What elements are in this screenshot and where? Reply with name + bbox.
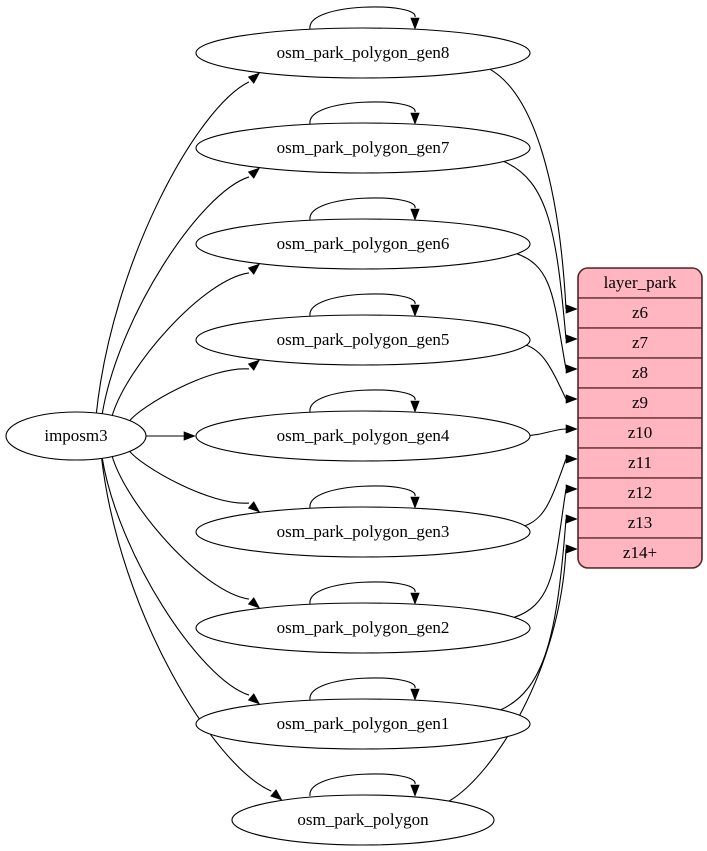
edge-gen8-to-row bbox=[489, 68, 567, 310]
node-gen6[interactable] bbox=[195, 218, 531, 270]
arrowhead-gen5-to-row bbox=[565, 394, 578, 404]
arrowhead-imposm3-to-gen2 bbox=[247, 597, 261, 609]
edges-layer bbox=[95, 6, 578, 802]
node-gen3[interactable] bbox=[195, 506, 531, 558]
arrowhead-imposm3-to-gen7 bbox=[247, 167, 261, 179]
edge-imposm3-to-gen3 bbox=[128, 450, 249, 504]
node-imposm3[interactable] bbox=[5, 411, 147, 461]
node-gen2[interactable] bbox=[195, 602, 531, 654]
table-row-z14+[interactable] bbox=[578, 537, 702, 568]
arrowhead-self-loop-base bbox=[410, 784, 420, 797]
node-label-gen3: osm_park_polygon_gen3 bbox=[277, 522, 450, 541]
arrowhead-gen4-to-row bbox=[565, 424, 578, 434]
edge-gen5-to-row bbox=[525, 344, 567, 400]
arrowhead-self-loop-gen2 bbox=[410, 592, 420, 605]
edge-gen2-to-row bbox=[513, 488, 567, 619]
table-row-label-z12: z12 bbox=[628, 483, 653, 502]
edge-imposm3-to-base bbox=[101, 457, 272, 792]
edge-base-to-row bbox=[448, 548, 567, 802]
node-label-imposm3: imposm3 bbox=[44, 426, 107, 445]
node-label-gen5: osm_park_polygon_gen5 bbox=[277, 330, 450, 349]
table-row-label-z10: z10 bbox=[628, 423, 653, 442]
table-row-label-z7: z7 bbox=[632, 333, 649, 352]
self-loop-gen6 bbox=[309, 197, 416, 221]
table-row-label-z8: z8 bbox=[632, 363, 648, 382]
arrowhead-imposm3-to-gen6 bbox=[247, 263, 261, 275]
arrowhead-imposm3-to-gen1 bbox=[247, 693, 261, 705]
nodes-layer: imposm3 osm_park_polygon_gen8 osm_park_pol… bbox=[5, 27, 531, 846]
edge-gen4-to-row bbox=[528, 428, 567, 436]
arrowhead-gen1-to-row bbox=[565, 514, 578, 524]
edge-imposm3-to-gen5 bbox=[128, 368, 249, 422]
arrowhead-self-loop-gen5 bbox=[410, 304, 420, 317]
self-loop-gen4 bbox=[309, 389, 416, 413]
node-gen5[interactable] bbox=[195, 314, 531, 366]
self-loop-gen1 bbox=[309, 677, 416, 701]
edge-imposm3-to-gen1 bbox=[101, 457, 250, 696]
arrowhead-gen6-to-row bbox=[565, 364, 578, 374]
arrowhead-gen8-to-row bbox=[565, 304, 578, 314]
arrowhead-imposm3-to-gen4 bbox=[183, 431, 196, 441]
node-label-gen1: osm_park_polygon_gen1 bbox=[277, 714, 450, 733]
arrowhead-imposm3-to-gen8 bbox=[247, 72, 261, 84]
arrowhead-self-loop-gen4 bbox=[410, 400, 420, 413]
arrowhead-imposm3-to-gen3 bbox=[247, 501, 261, 513]
arrowhead-self-loop-gen8 bbox=[410, 17, 420, 30]
edge-imposm3-to-gen2 bbox=[111, 455, 250, 600]
self-loop-base bbox=[309, 773, 416, 797]
node-gen4[interactable] bbox=[195, 410, 531, 462]
arrowhead-self-loop-gen1 bbox=[410, 688, 420, 701]
table-header-label: layer_park bbox=[604, 273, 677, 292]
node-label-gen4: osm_park_polygon_gen4 bbox=[277, 426, 450, 445]
arrowhead-gen3-to-row bbox=[565, 454, 578, 464]
arrowhead-self-loop-gen7 bbox=[410, 112, 420, 125]
arrowhead-base-to-row bbox=[565, 544, 578, 554]
self-loop-gen3 bbox=[309, 485, 416, 509]
edge-imposm3-to-gen7 bbox=[101, 176, 250, 415]
edge-gen3-to-row bbox=[523, 458, 567, 527]
self-loop-gen5 bbox=[309, 293, 416, 317]
table-row-z6[interactable] bbox=[578, 297, 702, 329]
node-base[interactable] bbox=[231, 794, 495, 846]
arrowhead-gen7-to-row bbox=[565, 334, 578, 344]
self-loop-gen2 bbox=[309, 581, 416, 605]
table-row-label-z6: z6 bbox=[632, 303, 648, 322]
edge-gen1-to-row bbox=[499, 518, 567, 711]
node-label-gen2: osm_park_polygon_gen2 bbox=[277, 618, 450, 637]
table-outline bbox=[577, 267, 703, 569]
node-gen8[interactable] bbox=[195, 27, 531, 79]
edge-imposm3-to-gen8 bbox=[95, 81, 250, 414]
arrowhead-self-loop-gen3 bbox=[410, 496, 420, 509]
node-label-gen8: osm_park_polygon_gen8 bbox=[277, 43, 450, 62]
self-loop-gen8 bbox=[309, 6, 416, 30]
table-row-label-z9: z9 bbox=[632, 393, 648, 412]
arrowhead-gen2-to-row bbox=[565, 484, 578, 494]
node-label-gen7: osm_park_polygon_gen7 bbox=[277, 138, 450, 157]
node-label-gen6: osm_park_polygon_gen6 bbox=[277, 234, 450, 253]
table-row-label-z13: z13 bbox=[628, 513, 653, 532]
edge-gen6-to-row bbox=[515, 252, 567, 370]
arrowhead-self-loop-gen6 bbox=[410, 208, 420, 221]
table-row-label-z11: z11 bbox=[628, 453, 652, 472]
node-label-base: osm_park_polygon bbox=[297, 810, 429, 829]
table-row-z8[interactable] bbox=[578, 357, 702, 389]
node-gen1[interactable] bbox=[195, 698, 531, 750]
arrowhead-imposm3-to-gen5 bbox=[247, 359, 261, 371]
edge-gen7-to-row bbox=[502, 160, 567, 340]
arrowhead-imposm3-to-base bbox=[270, 789, 283, 801]
self-loop-gen7 bbox=[309, 101, 416, 125]
edge-imposm3-to-gen6 bbox=[111, 272, 250, 417]
table-row-label-z14+: z14+ bbox=[623, 543, 657, 562]
table-row-z11[interactable] bbox=[578, 447, 702, 479]
layer-park-table: layer_park z6 z7 z8 z9 z10 z11 z12 z13 z14+ bbox=[577, 267, 703, 569]
node-gen7[interactable] bbox=[195, 122, 531, 174]
